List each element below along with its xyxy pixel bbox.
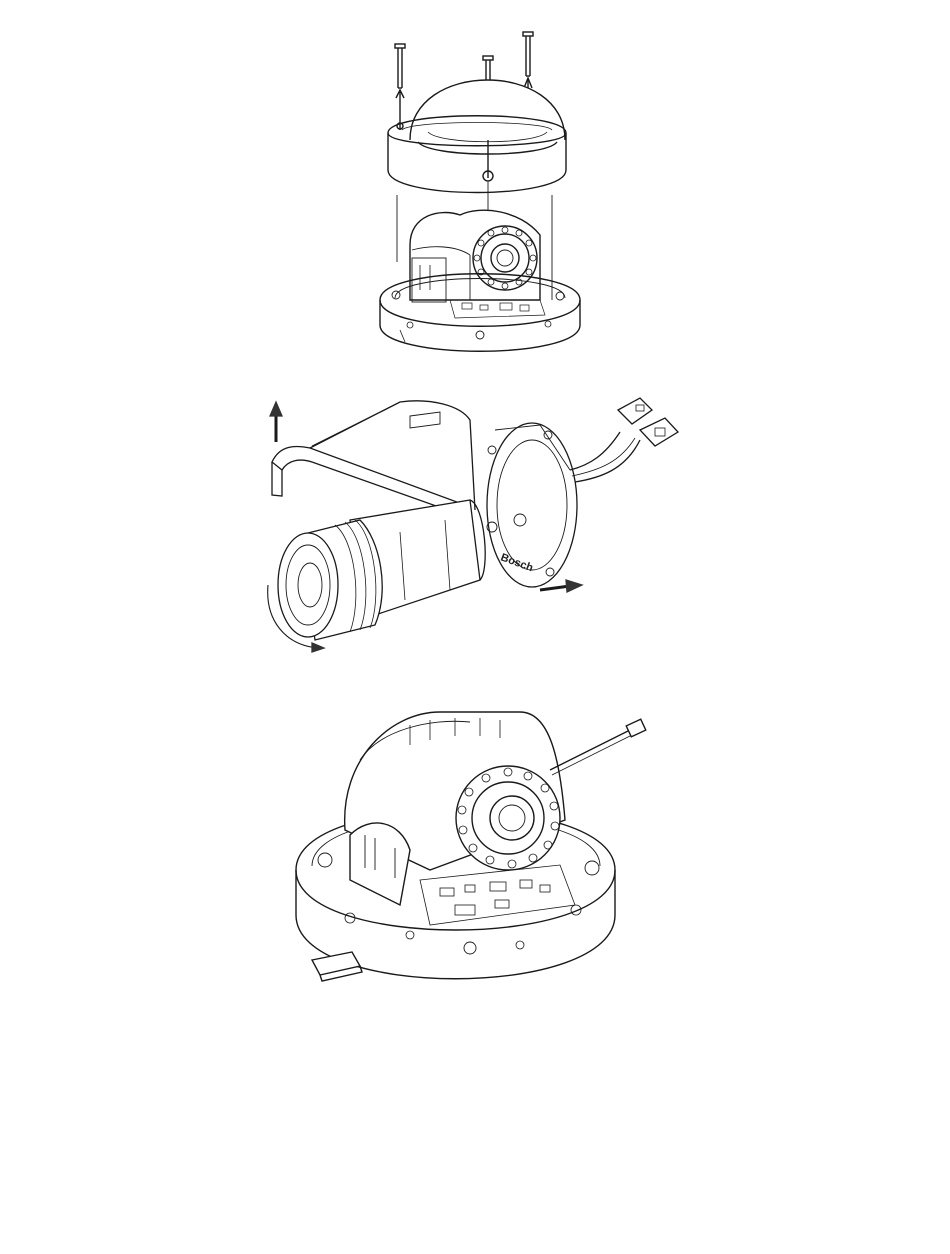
ir-led-ring bbox=[473, 226, 537, 290]
rj45-connector-icon bbox=[640, 418, 678, 446]
bullet-sunshield-drawing: Bosch bbox=[0, 375, 950, 675]
front-lens bbox=[278, 533, 338, 637]
screw-icon bbox=[395, 44, 405, 88]
dome-cover-removal-drawing bbox=[0, 0, 950, 375]
connector-icon bbox=[626, 719, 646, 737]
ir-led-ring bbox=[456, 766, 560, 870]
cable bbox=[570, 432, 640, 482]
arrow-up-icon bbox=[270, 402, 282, 442]
screw-icon bbox=[523, 32, 533, 76]
dome-microsd-drawing bbox=[0, 675, 950, 1015]
sunshield bbox=[272, 401, 475, 518]
figure-dome-microsd-insertion bbox=[0, 675, 950, 1015]
microsd-card-icon bbox=[312, 952, 362, 981]
cable bbox=[550, 730, 632, 775]
connector-icon bbox=[618, 398, 652, 424]
circuit-board bbox=[450, 300, 545, 318]
figure-bullet-sunshield-removal: Bosch bbox=[0, 375, 950, 675]
figure-dome-cover-removal bbox=[0, 0, 950, 375]
